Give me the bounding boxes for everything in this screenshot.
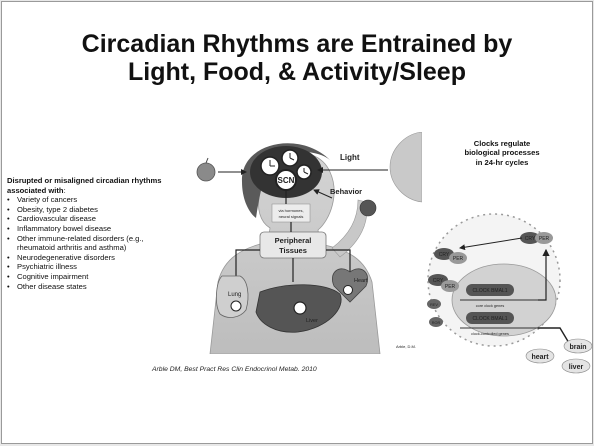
light-source-icon [390,132,422,202]
figure-credit: Arble, D.M. [396,344,416,349]
disease-item: Psychiatric illness [7,262,177,272]
disease-item: Inflammatory bowel disease [7,224,177,234]
svg-text:CRY: CRY [525,236,536,242]
svg-text:REV: REV [430,303,438,307]
liver-label: Liver [306,318,318,324]
hormones-label-1: via hormones, [278,208,303,213]
disease-item: Variety of cancers [7,195,177,205]
circadian-entrainment-figure: SCN via hormones, neural signals Periphe… [190,132,422,354]
lung-label: Lung [228,292,241,298]
disease-list-header: Disrupted or misaligned circadian rhythm… [7,176,177,195]
disease-item: Cognitive impairment [7,272,177,282]
apple-at-mouth-icon [360,200,376,216]
slide-title: Circadian Rhythms are Entrained by Light… [2,30,592,86]
behavior-label: Behavior [330,187,362,196]
hormones-label-2: neural signals [279,214,304,219]
svg-text:clock-controlled genes: clock-controlled genes [471,332,509,336]
disease-item: Cardiovascular disease [7,214,177,224]
light-label: Light [340,153,360,162]
disease-item: Obesity, type 2 diabetes [7,205,177,215]
title-line-1: Circadian Rhythms are Entrained by [2,30,592,58]
scn-label: SCN [278,176,295,185]
disease-items: Variety of cancersObesity, type 2 diabet… [7,195,177,291]
svg-text:ROR: ROR [432,321,441,325]
peripheral-label-1: Peripheral [275,236,312,245]
citation: Arble DM, Best Pract Res Clin Endocrinol… [152,366,472,373]
food-apple-icon [197,163,215,181]
heart-label: Heart [354,278,368,284]
svg-text:core clock genes: core clock genes [476,304,505,308]
molecular-clock-diagram: CRY PER CRY PER CRY PER REV ROR CLOCK BM… [420,208,594,378]
svg-text:CLOCK BMAL1: CLOCK BMAL1 [472,316,507,322]
disease-item: Other immune-related disorders (e.g., rh… [7,234,177,253]
disease-list: Disrupted or misaligned circadian rhythm… [7,176,177,291]
liver-output-label: liver [569,364,584,371]
svg-text:PER: PER [445,284,456,290]
disease-item: Other disease states [7,282,177,292]
svg-text:CRY: CRY [439,252,450,258]
heart-output-label: heart [531,354,549,361]
brain-output-label: brain [569,344,586,351]
title-line-2: Light, Food, & Activity/Sleep [2,58,592,86]
svg-text:PER: PER [453,256,464,262]
svg-text:CLOCK BMAL1: CLOCK BMAL1 [472,288,507,294]
clocks-regulate-note: Clocks regulate biological processes in … [462,139,542,167]
peripheral-label-2: Tissues [279,246,307,255]
disease-item: Neurodegenerative disorders [7,253,177,263]
svg-text:PER: PER [539,236,550,242]
